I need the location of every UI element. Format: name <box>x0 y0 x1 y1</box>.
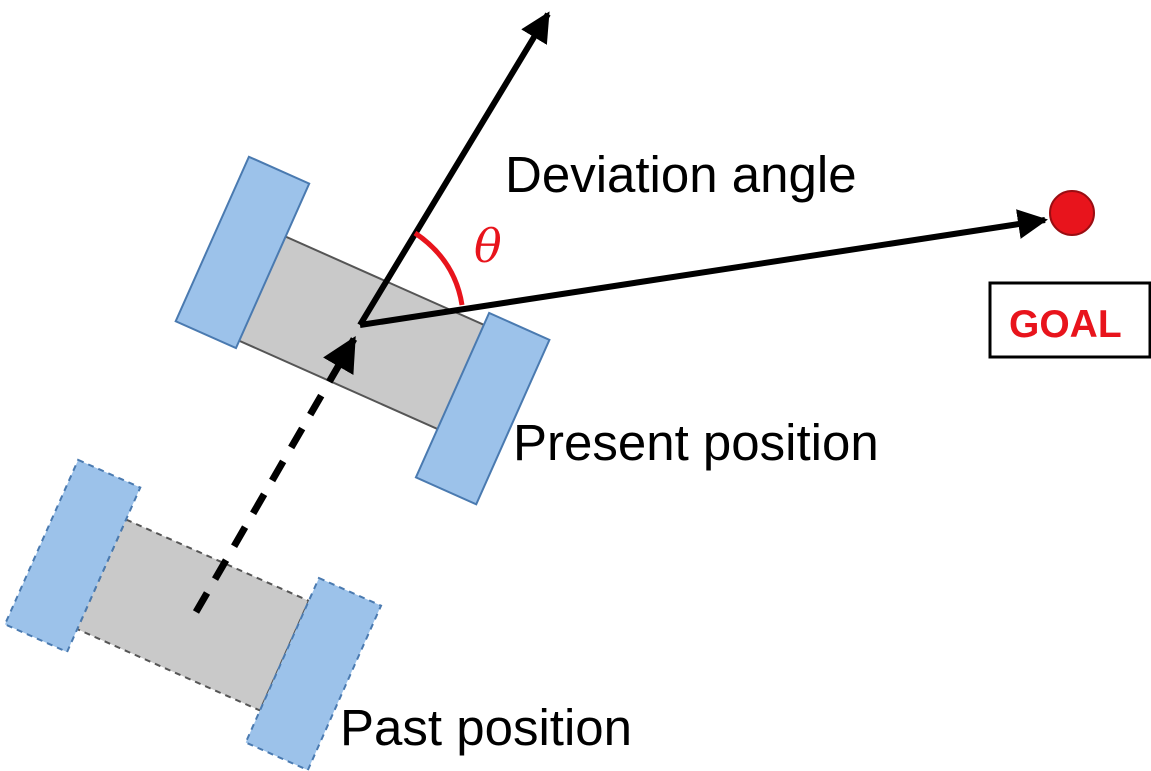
past-robot-left-wheel <box>3 458 142 654</box>
past-robot-right-wheel <box>244 576 383 771</box>
deviation-angle-arc <box>413 230 465 306</box>
theta-label: θ <box>474 219 502 273</box>
deviation-angle-label: Deviation angle <box>505 146 857 203</box>
goal-direction-arrow <box>359 209 1048 328</box>
present-robot-left-wheel <box>174 155 311 350</box>
goal-label: GOAL <box>1009 303 1122 346</box>
heading-arrow <box>357 11 551 327</box>
goal-dot <box>1049 190 1095 236</box>
past-robot <box>3 458 383 771</box>
present-robot <box>174 155 551 506</box>
present-robot-right-wheel <box>414 311 551 506</box>
past-position-label: Past position <box>340 699 632 756</box>
past-robot-body <box>75 518 311 712</box>
goal-box <box>988 281 1151 359</box>
present-position-label: Present position <box>513 414 879 471</box>
movement-path-arrow <box>192 335 358 614</box>
